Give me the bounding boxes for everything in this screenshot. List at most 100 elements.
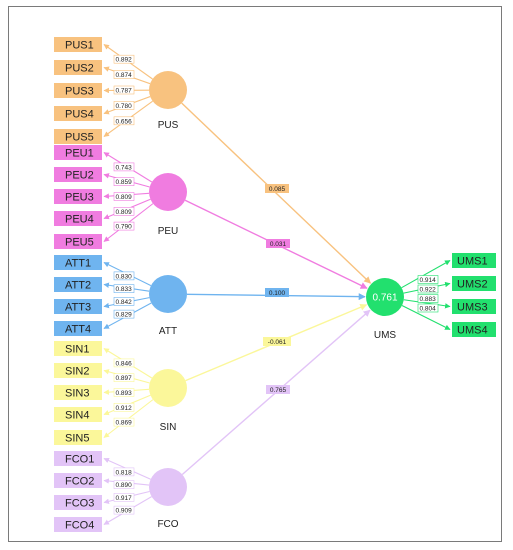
indicator-box-pus4: [54, 106, 102, 121]
loading-label-box: [113, 373, 135, 383]
construct-att: ATT1ATT2ATT3ATT40.8300.8330.8420.829ATT0…: [54, 255, 289, 337]
loading-label-box: [113, 162, 135, 172]
path-coefficient-box: [266, 239, 290, 248]
loading-label-box: [113, 505, 135, 515]
indicator-label: UMS4: [457, 325, 488, 337]
indicator-label: PEU5: [65, 237, 94, 249]
indicator-label: UMS1: [457, 256, 488, 268]
loading-value: 0.869: [116, 420, 133, 427]
path-coefficient: 0.100: [269, 290, 286, 297]
construct-node-att: [149, 275, 187, 313]
indicator-label: PUS5: [65, 132, 94, 144]
loading-label-box: [113, 101, 135, 110]
loading-value: 0.914: [420, 277, 437, 284]
loading-value: 0.809: [116, 209, 133, 216]
indicator-box-peu2: [54, 167, 102, 182]
loading-arrow: [401, 260, 451, 289]
path-coefficient: 0.765: [270, 387, 287, 394]
indicator-box-sin4: [54, 407, 102, 422]
loading-value: 0.656: [116, 118, 133, 125]
loading-label-box: [113, 54, 135, 64]
indicator-box-peu1: [54, 145, 102, 160]
indicator-box-ums4: [452, 322, 496, 337]
loading-label-box: [113, 116, 135, 126]
indicator-label: PEU2: [65, 170, 94, 182]
loading-value: 0.846: [116, 360, 133, 367]
indicator-label: PUS3: [65, 86, 94, 98]
indicator-box-ums1: [452, 253, 496, 268]
construct-fco: FCO1FCO2FCO3FCO40.8180.8900.9170.909FCO0…: [54, 385, 290, 532]
loading-value: 0.897: [116, 375, 133, 382]
loading-label-box: [113, 192, 135, 201]
indicator-label: ATT4: [65, 324, 91, 336]
construct-label: FCO: [157, 519, 178, 530]
loading-label-box: [113, 467, 135, 477]
loading-value: 0.830: [116, 273, 133, 280]
indicator-label: PEU4: [65, 214, 94, 226]
path-pus-to-ums: [181, 102, 372, 284]
indicator-box-fco3: [54, 495, 102, 510]
loading-value: 0.922: [420, 287, 437, 294]
loading-arrow: [401, 305, 451, 330]
loading-value: 0.893: [116, 390, 133, 397]
loading-value: 0.892: [116, 57, 133, 64]
indicator-box-peu4: [54, 211, 102, 226]
indicator-label: PEU3: [65, 192, 94, 204]
indicator-box-pus2: [54, 60, 102, 75]
loading-value: 0.890: [116, 482, 133, 489]
loading-value: 0.818: [116, 469, 133, 476]
indicator-box-pus5: [54, 129, 102, 144]
indicator-label: SIN5: [65, 433, 89, 445]
indicator-label: PUS1: [65, 40, 94, 52]
loading-value: 0.790: [116, 224, 133, 231]
loading-label-box: [417, 294, 439, 303]
indicator-box-fco1: [54, 451, 102, 466]
loading-value: 0.809: [116, 194, 133, 201]
loading-value: 0.743: [116, 164, 133, 171]
indicator-box-pus1: [54, 37, 102, 52]
path-coefficient-box: [265, 288, 289, 297]
loading-value: 0.842: [116, 299, 133, 306]
r-squared-value: 0.761: [372, 293, 397, 304]
loading-value: 0.883: [420, 296, 437, 303]
loading-label-box: [113, 417, 135, 427]
loading-label-box: [113, 177, 135, 186]
loading-label-box: [417, 275, 439, 284]
indicator-label: FCO1: [65, 454, 94, 466]
loading-label-box: [113, 402, 135, 412]
indicator-label: SIN4: [65, 410, 89, 422]
construct-node-peu: [149, 173, 187, 211]
construct-node-sin: [149, 369, 187, 407]
loading-label-box: [113, 480, 135, 489]
loading-label-box: [417, 284, 439, 294]
indicator-label: PEU1: [65, 148, 94, 160]
loading-value: 0.829: [116, 312, 133, 319]
indicator-label: ATT1: [65, 258, 91, 270]
loading-label-box: [113, 221, 135, 231]
indicator-box-peu5: [54, 234, 102, 249]
loading-value: 0.917: [116, 495, 133, 502]
path-coefficient: -0.061: [268, 339, 287, 346]
loading-value: 0.833: [116, 286, 133, 293]
construct-pus: PUS1PUS2PUS3PUS4PUS50.8920.8740.7870.780…: [54, 37, 289, 193]
indicator-label: FCO2: [65, 476, 94, 488]
construct-label: PUS: [158, 120, 179, 131]
loading-label-box: [417, 303, 439, 313]
indicator-box-sin2: [54, 363, 102, 378]
loading-arrow: [403, 299, 451, 309]
path-coefficient-box: [266, 385, 290, 394]
loading-value: 0.912: [116, 405, 133, 412]
construct-node-fco: [149, 468, 187, 506]
indicator-label: PUS4: [65, 109, 94, 121]
loading-value: 0.787: [116, 88, 133, 95]
indicator-box-fco2: [54, 473, 102, 488]
construct-node-ums: [366, 278, 404, 316]
loading-value: 0.859: [116, 179, 133, 186]
construct-label: ATT: [159, 326, 177, 337]
indicator-label: SIN2: [65, 366, 89, 378]
construct-label: PEU: [158, 226, 179, 237]
indicator-label: PUS2: [65, 63, 94, 75]
construct-sin: SIN1SIN2SIN3SIN4SIN50.8460.8970.8930.912…: [54, 337, 291, 445]
